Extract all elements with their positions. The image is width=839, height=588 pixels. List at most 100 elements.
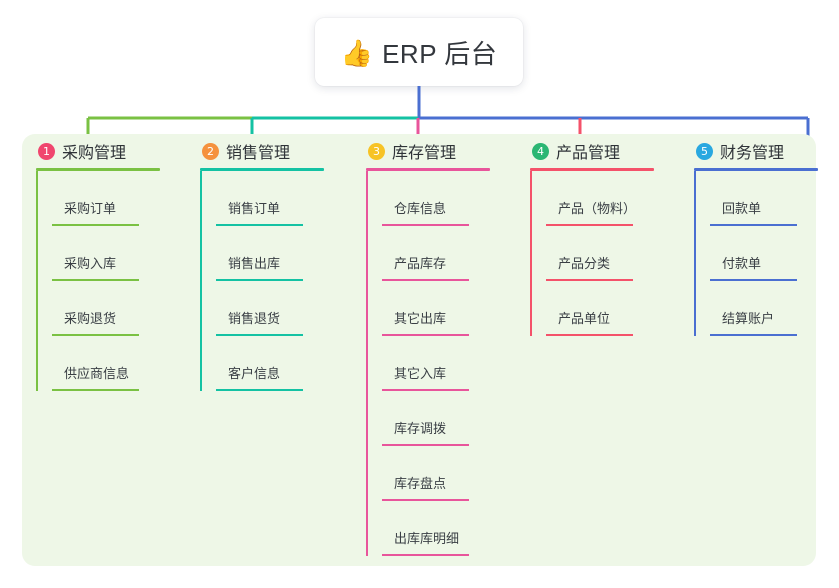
branch-header-underline [366, 168, 490, 171]
branch-title: 采购管理 [62, 145, 127, 162]
branch-item[interactable]: 其它出库 [382, 281, 518, 336]
branch-title: 产品管理 [556, 145, 621, 162]
branch-item-underline [216, 389, 303, 391]
branch-item-label: 采购入库 [64, 256, 117, 271]
branch-title: 财务管理 [720, 145, 785, 162]
branch-item[interactable]: 供应商信息 [52, 336, 188, 391]
branch-number-badge: 2 [202, 142, 219, 160]
branch-column-1: 1 采购管理采购订单采购入库采购退货供应商信息 [22, 134, 188, 391]
branch-item-label: 付款单 [722, 256, 762, 271]
branch-spine [36, 171, 38, 391]
branch-item[interactable]: 销售退货 [216, 281, 352, 336]
branch-item-list: 产品（物料） 产品分类产品单位 [530, 171, 682, 336]
branch-item[interactable]: 付款单 [710, 226, 839, 281]
branch-item-underline [382, 554, 469, 556]
branch-item-label: 产品分类 [558, 256, 611, 271]
branch-item[interactable]: 库存调拨 [382, 391, 518, 446]
branch-panel [22, 134, 816, 566]
branch-item-label: 出库库明细 [394, 531, 460, 546]
branch-item-underline [382, 389, 469, 391]
branch-item[interactable]: 采购订单 [52, 171, 188, 226]
branch-column-2: 2 销售管理销售订单销售出库销售退货客户信息 [186, 134, 352, 391]
branch-item-label: 其它入库 [394, 366, 447, 381]
branch-item-underline [710, 224, 797, 226]
branch-item-label: 回款单 [722, 201, 762, 216]
branch-item[interactable]: 销售订单 [216, 171, 352, 226]
branch-item-label: 销售订单 [228, 201, 281, 216]
branch-item-underline [710, 334, 797, 336]
branch-spine [694, 171, 696, 336]
branch-header-2[interactable]: 2 销售管理 [186, 134, 352, 168]
branch-header-underline [694, 168, 818, 171]
branch-item-label: 库存盘点 [394, 476, 447, 491]
branch-number-badge: 5 [696, 142, 713, 160]
branch-item-label: 销售出库 [228, 256, 281, 271]
branch-item-underline [546, 334, 633, 336]
branch-item[interactable]: 产品分类 [546, 226, 682, 281]
branch-item-label: 采购订单 [64, 201, 117, 216]
branch-item-underline [216, 224, 303, 226]
branch-item-underline [382, 499, 469, 501]
branch-item[interactable]: 回款单 [710, 171, 839, 226]
branch-item-underline [382, 224, 469, 226]
branch-header-underline [36, 168, 160, 171]
branch-item[interactable]: 其它入库 [382, 336, 518, 391]
branch-item-label: 库存调拨 [394, 421, 447, 436]
branch-item-list: 销售订单销售出库销售退货客户信息 [200, 171, 352, 391]
branch-item-underline [52, 224, 139, 226]
root-node[interactable]: 👍 ERP 后台 [315, 18, 523, 86]
branch-item-label: 销售退货 [228, 311, 281, 326]
branch-item-label: 结算账户 [722, 311, 775, 326]
branch-item-underline [52, 389, 139, 391]
branch-item-underline [546, 279, 633, 281]
branch-item-label: 产品单位 [558, 311, 611, 326]
branch-header-1[interactable]: 1 采购管理 [22, 134, 188, 168]
branch-number-badge: 3 [368, 142, 385, 160]
branch-column-4: 4 产品管理产品（物料） 产品分类产品单位 [516, 134, 682, 336]
branch-item[interactable]: 结算账户 [710, 281, 839, 336]
branch-item-underline [710, 279, 797, 281]
branch-item-underline [216, 279, 303, 281]
branch-item[interactable]: 销售出库 [216, 226, 352, 281]
branch-item-underline [52, 279, 139, 281]
branch-item-label: 客户信息 [228, 366, 281, 381]
branch-header-4[interactable]: 4 产品管理 [516, 134, 682, 168]
branch-item[interactable]: 客户信息 [216, 336, 352, 391]
branch-title: 销售管理 [226, 145, 291, 162]
branch-item-list: 仓库信息产品库存其它出库其它入库库存调拨库存盘点出库库明细 [366, 171, 518, 556]
branch-item[interactable]: 库存盘点 [382, 446, 518, 501]
root-node-title: ERP 后台 [382, 38, 498, 69]
branch-item[interactable]: 仓库信息 [382, 171, 518, 226]
branch-item[interactable]: 产品库存 [382, 226, 518, 281]
branch-item[interactable]: 产品单位 [546, 281, 682, 336]
branch-item-underline [382, 334, 469, 336]
branch-header-5[interactable]: 5 财务管理 [680, 134, 839, 168]
branch-columns: 1 采购管理采购订单采购入库采购退货供应商信息 2 销售管理销售订单销售出库销售退货客… [22, 134, 818, 566]
branch-item-underline [216, 334, 303, 336]
branch-header-underline [200, 168, 324, 171]
branch-number-badge: 4 [532, 142, 549, 160]
branch-item-label: 供应商信息 [64, 366, 130, 381]
branch-item-label: 其它出库 [394, 311, 447, 326]
branch-header-underline [530, 168, 654, 171]
branch-title: 库存管理 [392, 145, 457, 162]
branch-item-label: 产品（物料） [558, 201, 637, 216]
branch-item-underline [382, 444, 469, 446]
branch-column-5: 5 财务管理回款单付款单结算账户 [680, 134, 839, 336]
branch-item[interactable]: 采购入库 [52, 226, 188, 281]
branch-item[interactable]: 采购退货 [52, 281, 188, 336]
branch-item-underline [52, 334, 139, 336]
branch-item-label: 采购退货 [64, 311, 117, 326]
branch-item-list: 采购订单采购入库采购退货供应商信息 [36, 171, 188, 391]
branch-spine [366, 171, 368, 556]
branch-number-badge: 1 [38, 142, 55, 160]
thumbs-up-icon: 👍 [340, 38, 374, 68]
branch-column-3: 3 库存管理仓库信息产品库存其它出库其它入库库存调拨库存盘点出库库明细 [352, 134, 518, 556]
branch-item-label: 产品库存 [394, 256, 447, 271]
branch-item[interactable]: 出库库明细 [382, 501, 518, 556]
branch-item[interactable]: 产品（物料） [546, 171, 682, 226]
branch-header-3[interactable]: 3 库存管理 [352, 134, 518, 168]
branch-item-list: 回款单付款单结算账户 [694, 171, 839, 336]
branch-item-underline [382, 279, 469, 281]
